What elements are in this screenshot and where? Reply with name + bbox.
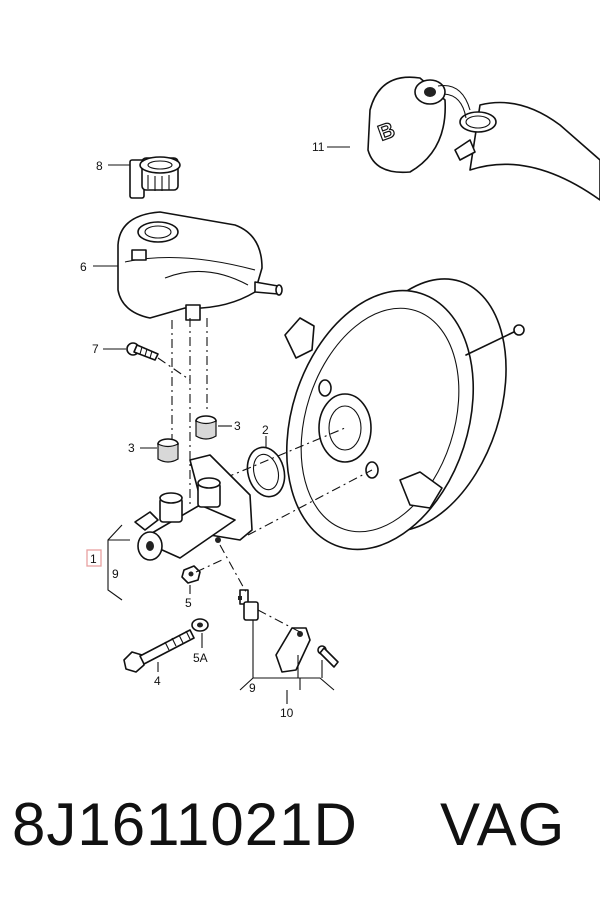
callout-4: 4	[154, 674, 161, 688]
callout-5a: 5A	[193, 651, 208, 665]
callout-5: 5	[185, 596, 192, 610]
callout-1: 1	[90, 552, 97, 566]
callout-3-left: 3	[128, 441, 135, 455]
callout-1-highlight-box	[86, 549, 102, 567]
brake-fluid-bottle-inset: B	[367, 76, 600, 201]
grommet-3-right	[195, 415, 217, 440]
gasket	[246, 446, 286, 498]
callout-7: 7	[92, 342, 99, 356]
sensor-9	[238, 589, 259, 621]
grommet-3-left	[157, 438, 179, 463]
nut-5	[181, 565, 201, 584]
fluid-reservoir	[117, 211, 283, 321]
brand-label: VAG	[440, 791, 566, 858]
brake-booster	[284, 278, 525, 551]
footer: 8J1611021D VAG	[0, 790, 600, 890]
callout-9-bottom: 9	[249, 681, 256, 695]
callout-8: 8	[96, 159, 103, 173]
sensor-bracket-10	[275, 627, 339, 673]
part-number: 8J1611021D	[12, 791, 358, 858]
callout-11: 11	[312, 140, 325, 154]
master-cylinder	[134, 454, 253, 561]
callout-3-right: 3	[234, 419, 241, 433]
screw-7	[126, 342, 159, 361]
brake-master-cylinder-exploded-diagram: B 11 8 6 7	[80, 76, 600, 720]
callout-9-left: 9	[112, 567, 119, 581]
callout-6: 6	[80, 260, 87, 274]
callout-10: 10	[280, 706, 294, 720]
reservoir-cap	[129, 156, 181, 199]
bolt-4	[123, 629, 195, 673]
nut-5a	[191, 618, 209, 632]
callout-2: 2	[262, 423, 269, 437]
